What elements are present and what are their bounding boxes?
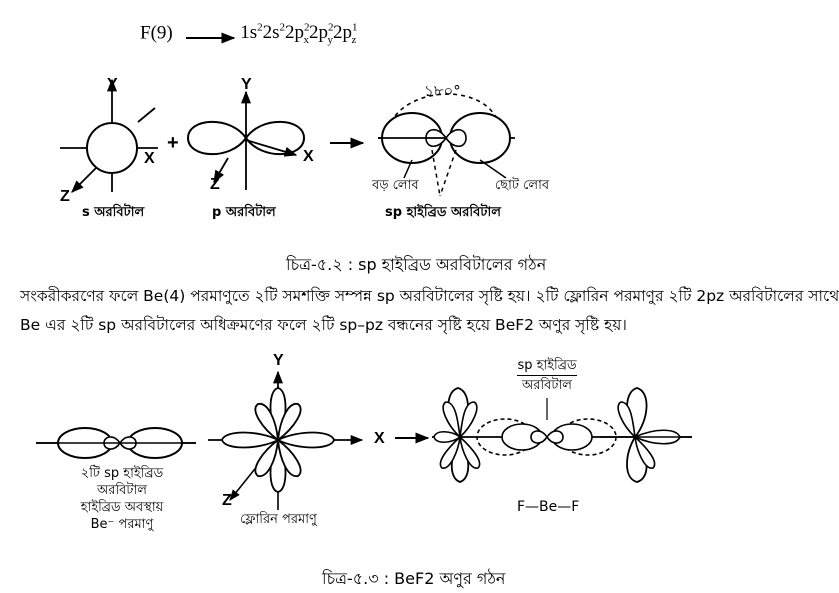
fig52-s-axis-y: Y (107, 76, 118, 93)
fluorine-atom-label: ফ্লোরিন পরমাণু (240, 512, 317, 527)
small-lobe-label: ছোট লোব (495, 178, 550, 193)
bef2-formula: F—Be—F (517, 499, 580, 515)
s-orbital-sphere (86, 122, 138, 174)
fig52-s-axis-x: X (144, 150, 155, 167)
p-orbital-diagram (186, 90, 306, 190)
fig52-plus: + (167, 132, 179, 154)
figure-5-2-caption: চিত্র-৫.২ : sp হাইব্রিড অরবিটালের গঠন (286, 255, 547, 274)
be-hybrid-diagram (36, 427, 196, 459)
figure-5-3-caption: চিত্র-৫.৩ : BeF2 অণুর গঠন (322, 569, 506, 588)
paragraph-line-2: Be এর ২টি sp অরবিটালের অধিক্রমণের ফলে ২ট… (20, 316, 627, 334)
fig52-p-axis-x: X (303, 148, 314, 165)
be-label-line-1: ২টি sp হাইব্রিড (80, 466, 164, 481)
big-lobe-label: বড় লোব (372, 178, 419, 193)
fig53-axis-z: Z (222, 492, 232, 509)
bef2-diagram (432, 387, 692, 483)
config-orbital: 2p2x (285, 22, 310, 47)
be-label-line-3: হাইব্রিড অবস্থায় (80, 500, 164, 515)
sp-hybrid-label: sp হাইব্রিড অরবিটাল (497, 356, 597, 395)
bond-angle-label: ১৮০° (424, 82, 461, 100)
p-orbital-label: p অরবিটাল (212, 205, 276, 220)
config-orbitals: 1s22s22p2x2p2y2p1z (240, 22, 358, 47)
be-label-line-4: Be⁻ পরমাণু (90, 517, 154, 532)
sp-hybrid-label-line-2: অরবিটাল (522, 378, 572, 393)
fig53-axis-y: Y (273, 352, 284, 369)
fig52-s-axis-z: Z (60, 188, 70, 205)
fluorine-diagram (208, 370, 364, 510)
s-orbital-diagram (60, 78, 158, 193)
config-orbital: 2s2 (262, 22, 286, 44)
f-diagonal-lobes-2 (254, 403, 302, 477)
fig52-p-axis-z: Z (210, 176, 220, 193)
sp-hybrid-diagram (378, 93, 515, 197)
be-hybrid-label: ২টি sp হাইব্রিড অরবিটাল হাইব্রিড অবস্থায… (56, 465, 188, 533)
s-orbital-label: s অরবিটাল (82, 205, 145, 220)
p-orbital-lobes (186, 120, 306, 156)
config-orbital: 2p1z (333, 22, 358, 47)
config-orbital: 1s2 (240, 22, 263, 44)
fig52-p-axis-y: Y (241, 76, 252, 93)
sp-hybrid-label-line-1: sp হাইব্রিড (517, 356, 577, 376)
be-label-line-2: অরবিটাল (97, 483, 147, 498)
paragraph-line-1: সংকরীকরণের ফলে Be(4) পরমাণুতে ২টি সমশক্ত… (20, 287, 839, 305)
element-label: F(9) (140, 22, 173, 44)
sp-orbital-label: sp হাইব্রিড অরবিটাল (385, 205, 501, 220)
figure-canvas (36, 32, 692, 510)
fig53-axis-x: X (374, 430, 385, 447)
config-orbital: 2p2y (309, 22, 334, 47)
electron-configuration: F(9) 1s22s22p2x2p2y2p1z (140, 22, 358, 47)
